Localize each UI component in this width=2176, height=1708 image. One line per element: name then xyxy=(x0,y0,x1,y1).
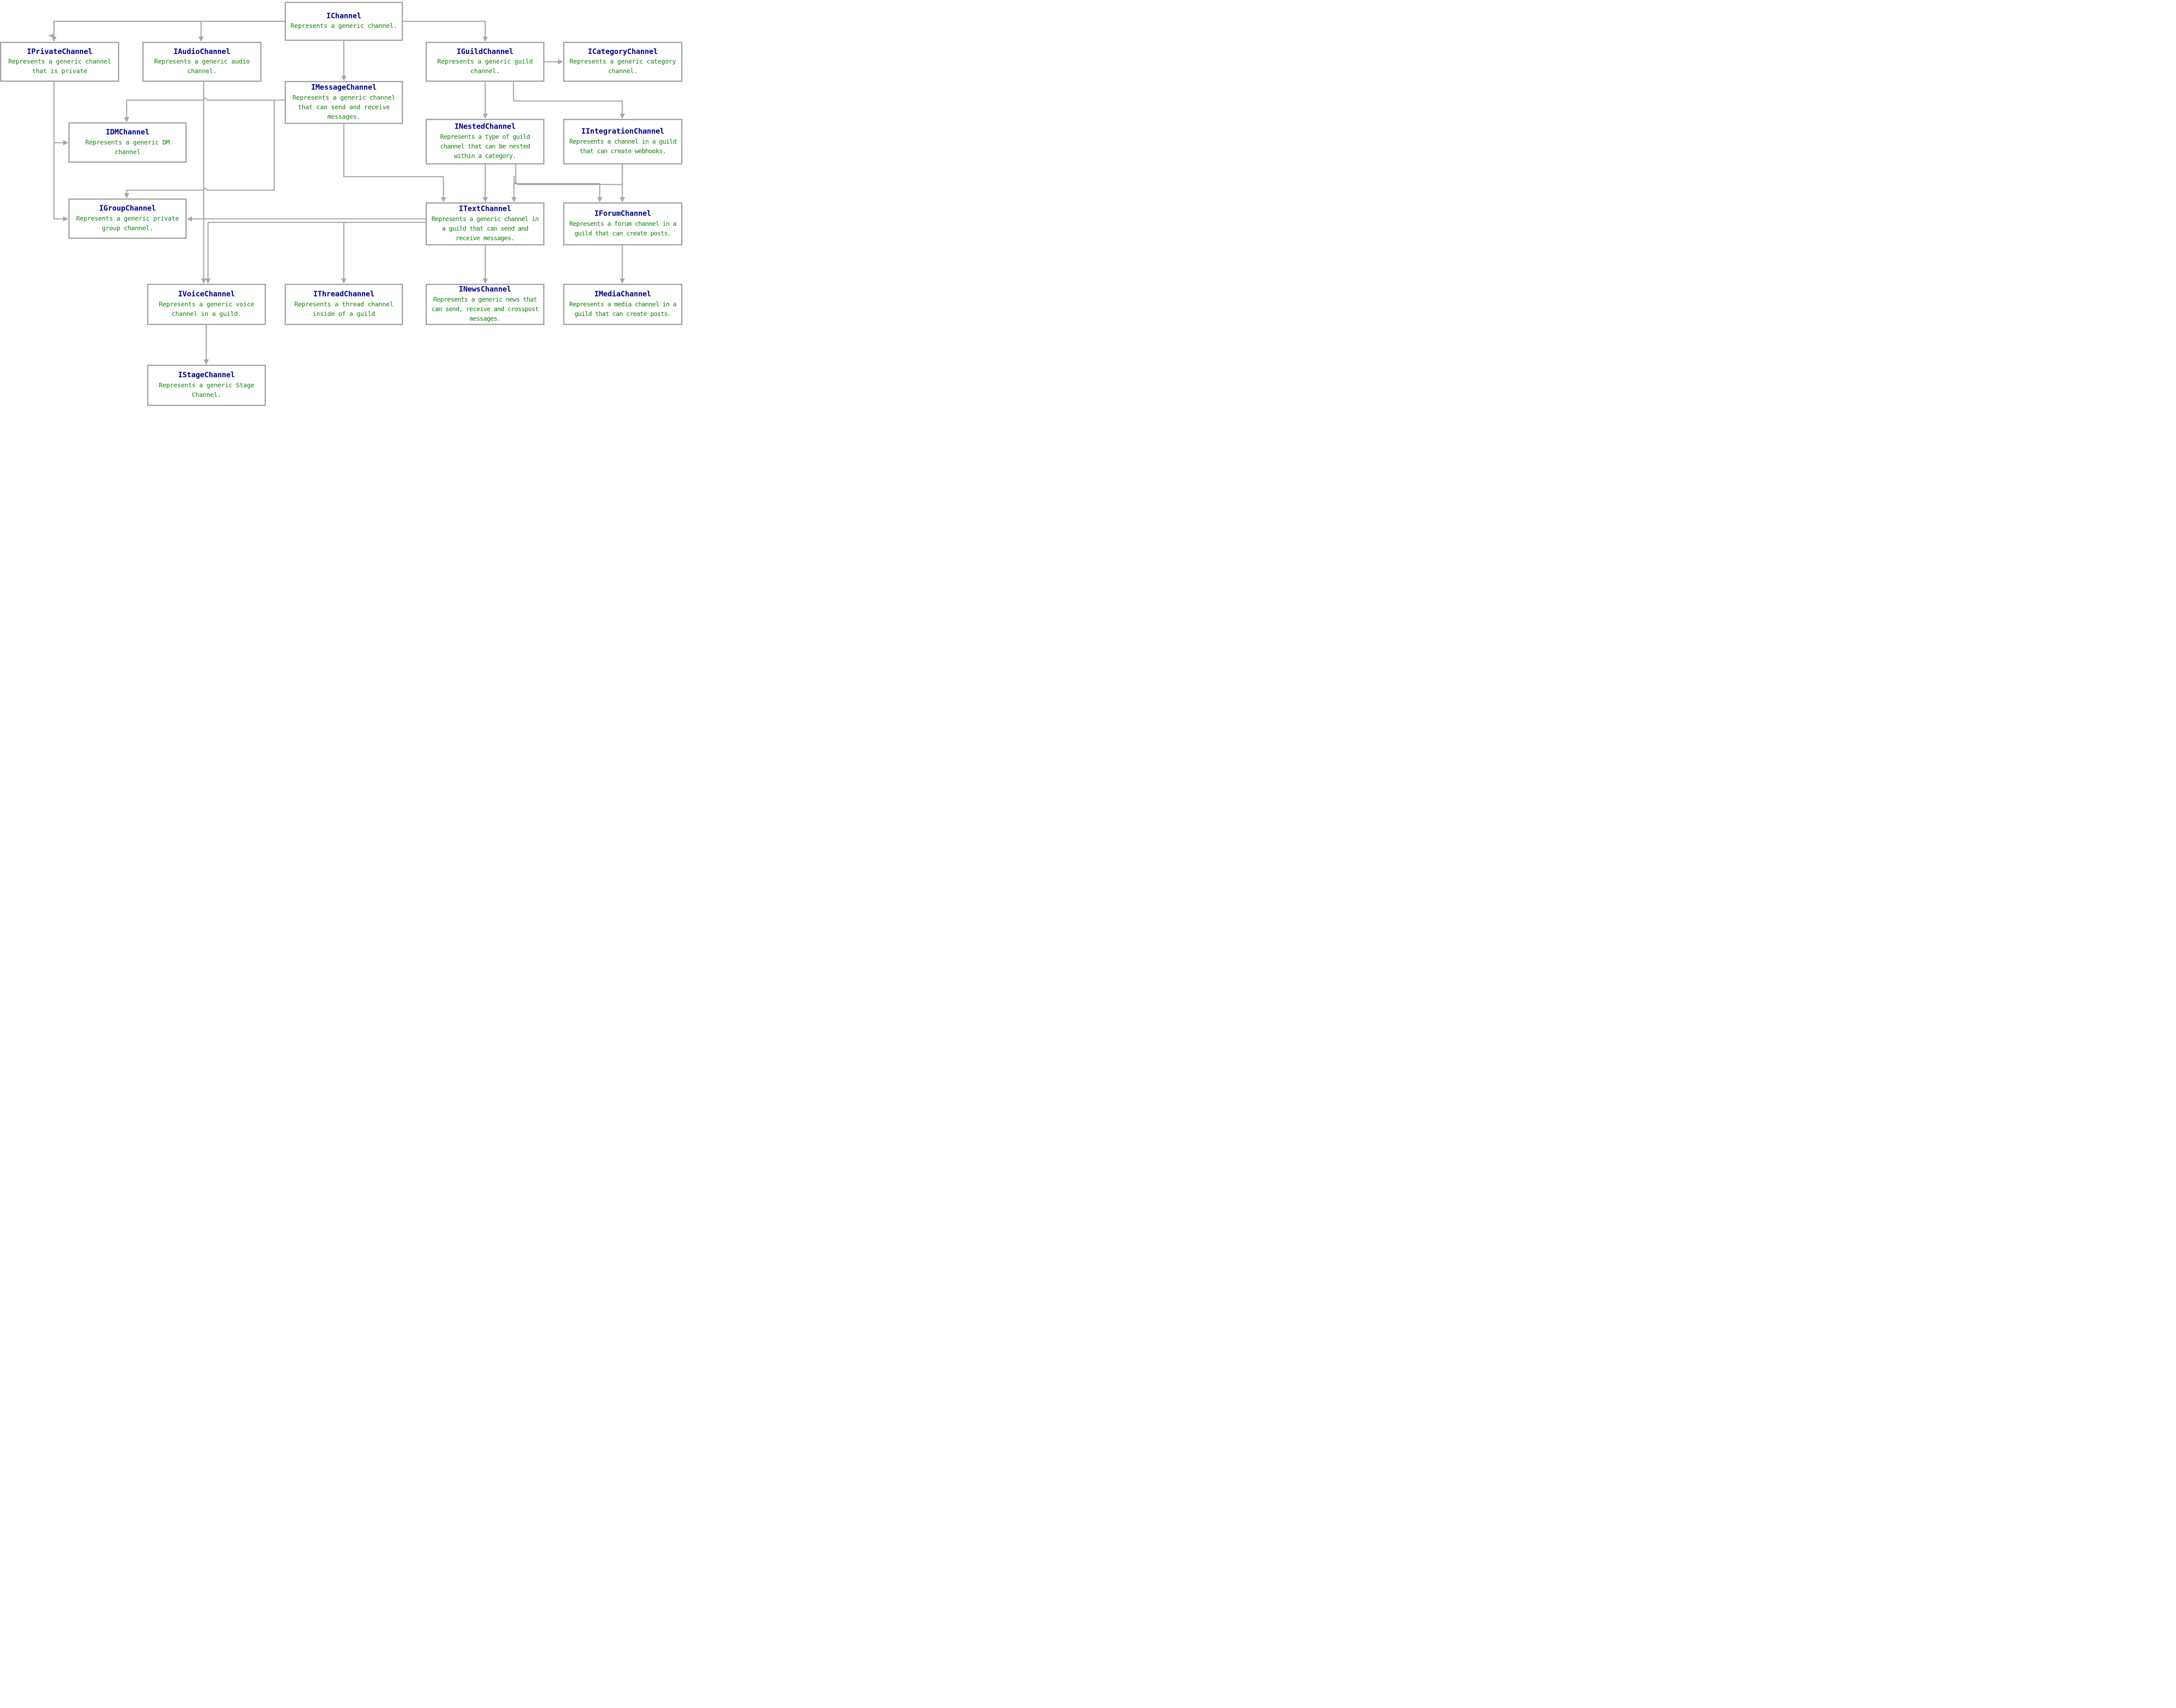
node-idmchannel[interactable]: IDMChannel Represents a generic DM chann… xyxy=(68,122,187,163)
node-imediachannel[interactable]: IMediaChannel Represents a media channel… xyxy=(563,284,682,325)
node-description: Represents a generic audio channel. xyxy=(154,58,250,75)
node-ivoicechannel[interactable]: IVoiceChannel Represents a generic voice… xyxy=(147,284,266,325)
node-imessagechannel[interactable]: IMessageChannel Represents a generic cha… xyxy=(285,81,403,124)
node-ichannel[interactable]: IChannel Represents a generic channel. xyxy=(285,2,403,41)
node-title: IChannel xyxy=(326,11,362,20)
node-description: Represents a generic private group chann… xyxy=(76,215,179,232)
node-description: Represents a channel in a guild that can… xyxy=(569,138,677,155)
node-description: Represents a generic DM channel xyxy=(85,139,170,156)
node-description: Represents a generic channel that is pri… xyxy=(8,58,111,75)
node-title: IDMChannel xyxy=(105,128,150,137)
node-description: Represents a generic news that can send,… xyxy=(431,296,539,322)
node-title: ICategoryChannel xyxy=(588,47,658,56)
node-igroupchannel[interactable]: IGroupChannel Represents a generic priva… xyxy=(68,198,187,239)
node-istagechannel[interactable]: IStageChannel Represents a generic Stage… xyxy=(147,365,266,406)
node-description: Represents a generic guild channel. xyxy=(437,58,533,75)
node-inewschannel[interactable]: INewsChannel Represents a generic news t… xyxy=(426,284,544,325)
node-description: Represents a generic category channel. xyxy=(569,58,676,75)
node-description: Represents a generic channel in a guild … xyxy=(431,215,539,242)
node-description: Represents a media channel in a guild th… xyxy=(569,301,677,318)
node-title: IPrivateChannel xyxy=(27,47,93,56)
node-description: Represents a thread channel inside of a … xyxy=(294,301,393,318)
node-title: INestedChannel xyxy=(454,122,516,131)
node-title: IVoiceChannel xyxy=(178,290,235,299)
node-title: IThreadChannel xyxy=(313,290,375,299)
node-iintegrationchannel[interactable]: IIntegrationChannel Represents a channel… xyxy=(563,119,682,164)
node-title: IStageChannel xyxy=(178,371,235,380)
node-iguildchannel[interactable]: IGuildChannel Represents a generic guild… xyxy=(426,42,544,82)
node-title: INewsChannel xyxy=(459,285,511,294)
node-iforumchannel[interactable]: IForumChannel Represents a forum channel… xyxy=(563,202,682,245)
node-description: Represents a generic voice channel in a … xyxy=(158,301,255,318)
node-title: IMediaChannel xyxy=(594,290,651,299)
node-description: Represents a generic channel that can se… xyxy=(292,94,396,121)
node-title: ITextChannel xyxy=(459,205,511,214)
node-description: Represents a type of guild channel that … xyxy=(440,133,530,160)
node-ithreadchannel[interactable]: IThreadChannel Represents a thread chann… xyxy=(285,284,403,325)
node-title: IIntegrationChannel xyxy=(581,127,665,136)
node-title: IMessageChannel xyxy=(311,83,377,92)
node-icategorychannel[interactable]: ICategoryChannel Represents a generic ca… xyxy=(563,42,682,82)
node-title: IGroupChannel xyxy=(99,204,156,213)
node-iaudiochannel[interactable]: IAudioChannel Represents a generic audio… xyxy=(142,42,262,82)
node-description: Represents a forum channel in a guild th… xyxy=(569,220,677,237)
node-title: IAudioChannel xyxy=(173,47,231,56)
node-layer: IChannel Represents a generic channel. I… xyxy=(0,0,682,406)
node-description: Represents a generic Stage Channel. xyxy=(158,382,255,399)
node-title: IGuildChannel xyxy=(457,47,514,56)
node-itextchannel[interactable]: ITextChannel Represents a generic channe… xyxy=(426,202,544,245)
class-hierarchy-diagram: IChannel Represents a generic channel. I… xyxy=(0,0,682,406)
node-inestedchannel[interactable]: INestedChannel Represents a type of guil… xyxy=(426,119,544,164)
node-title: IForumChannel xyxy=(594,209,651,218)
node-iprivatechannel[interactable]: IPrivateChannel Represents a generic cha… xyxy=(0,42,119,82)
node-description: Represents a generic channel. xyxy=(290,23,397,30)
